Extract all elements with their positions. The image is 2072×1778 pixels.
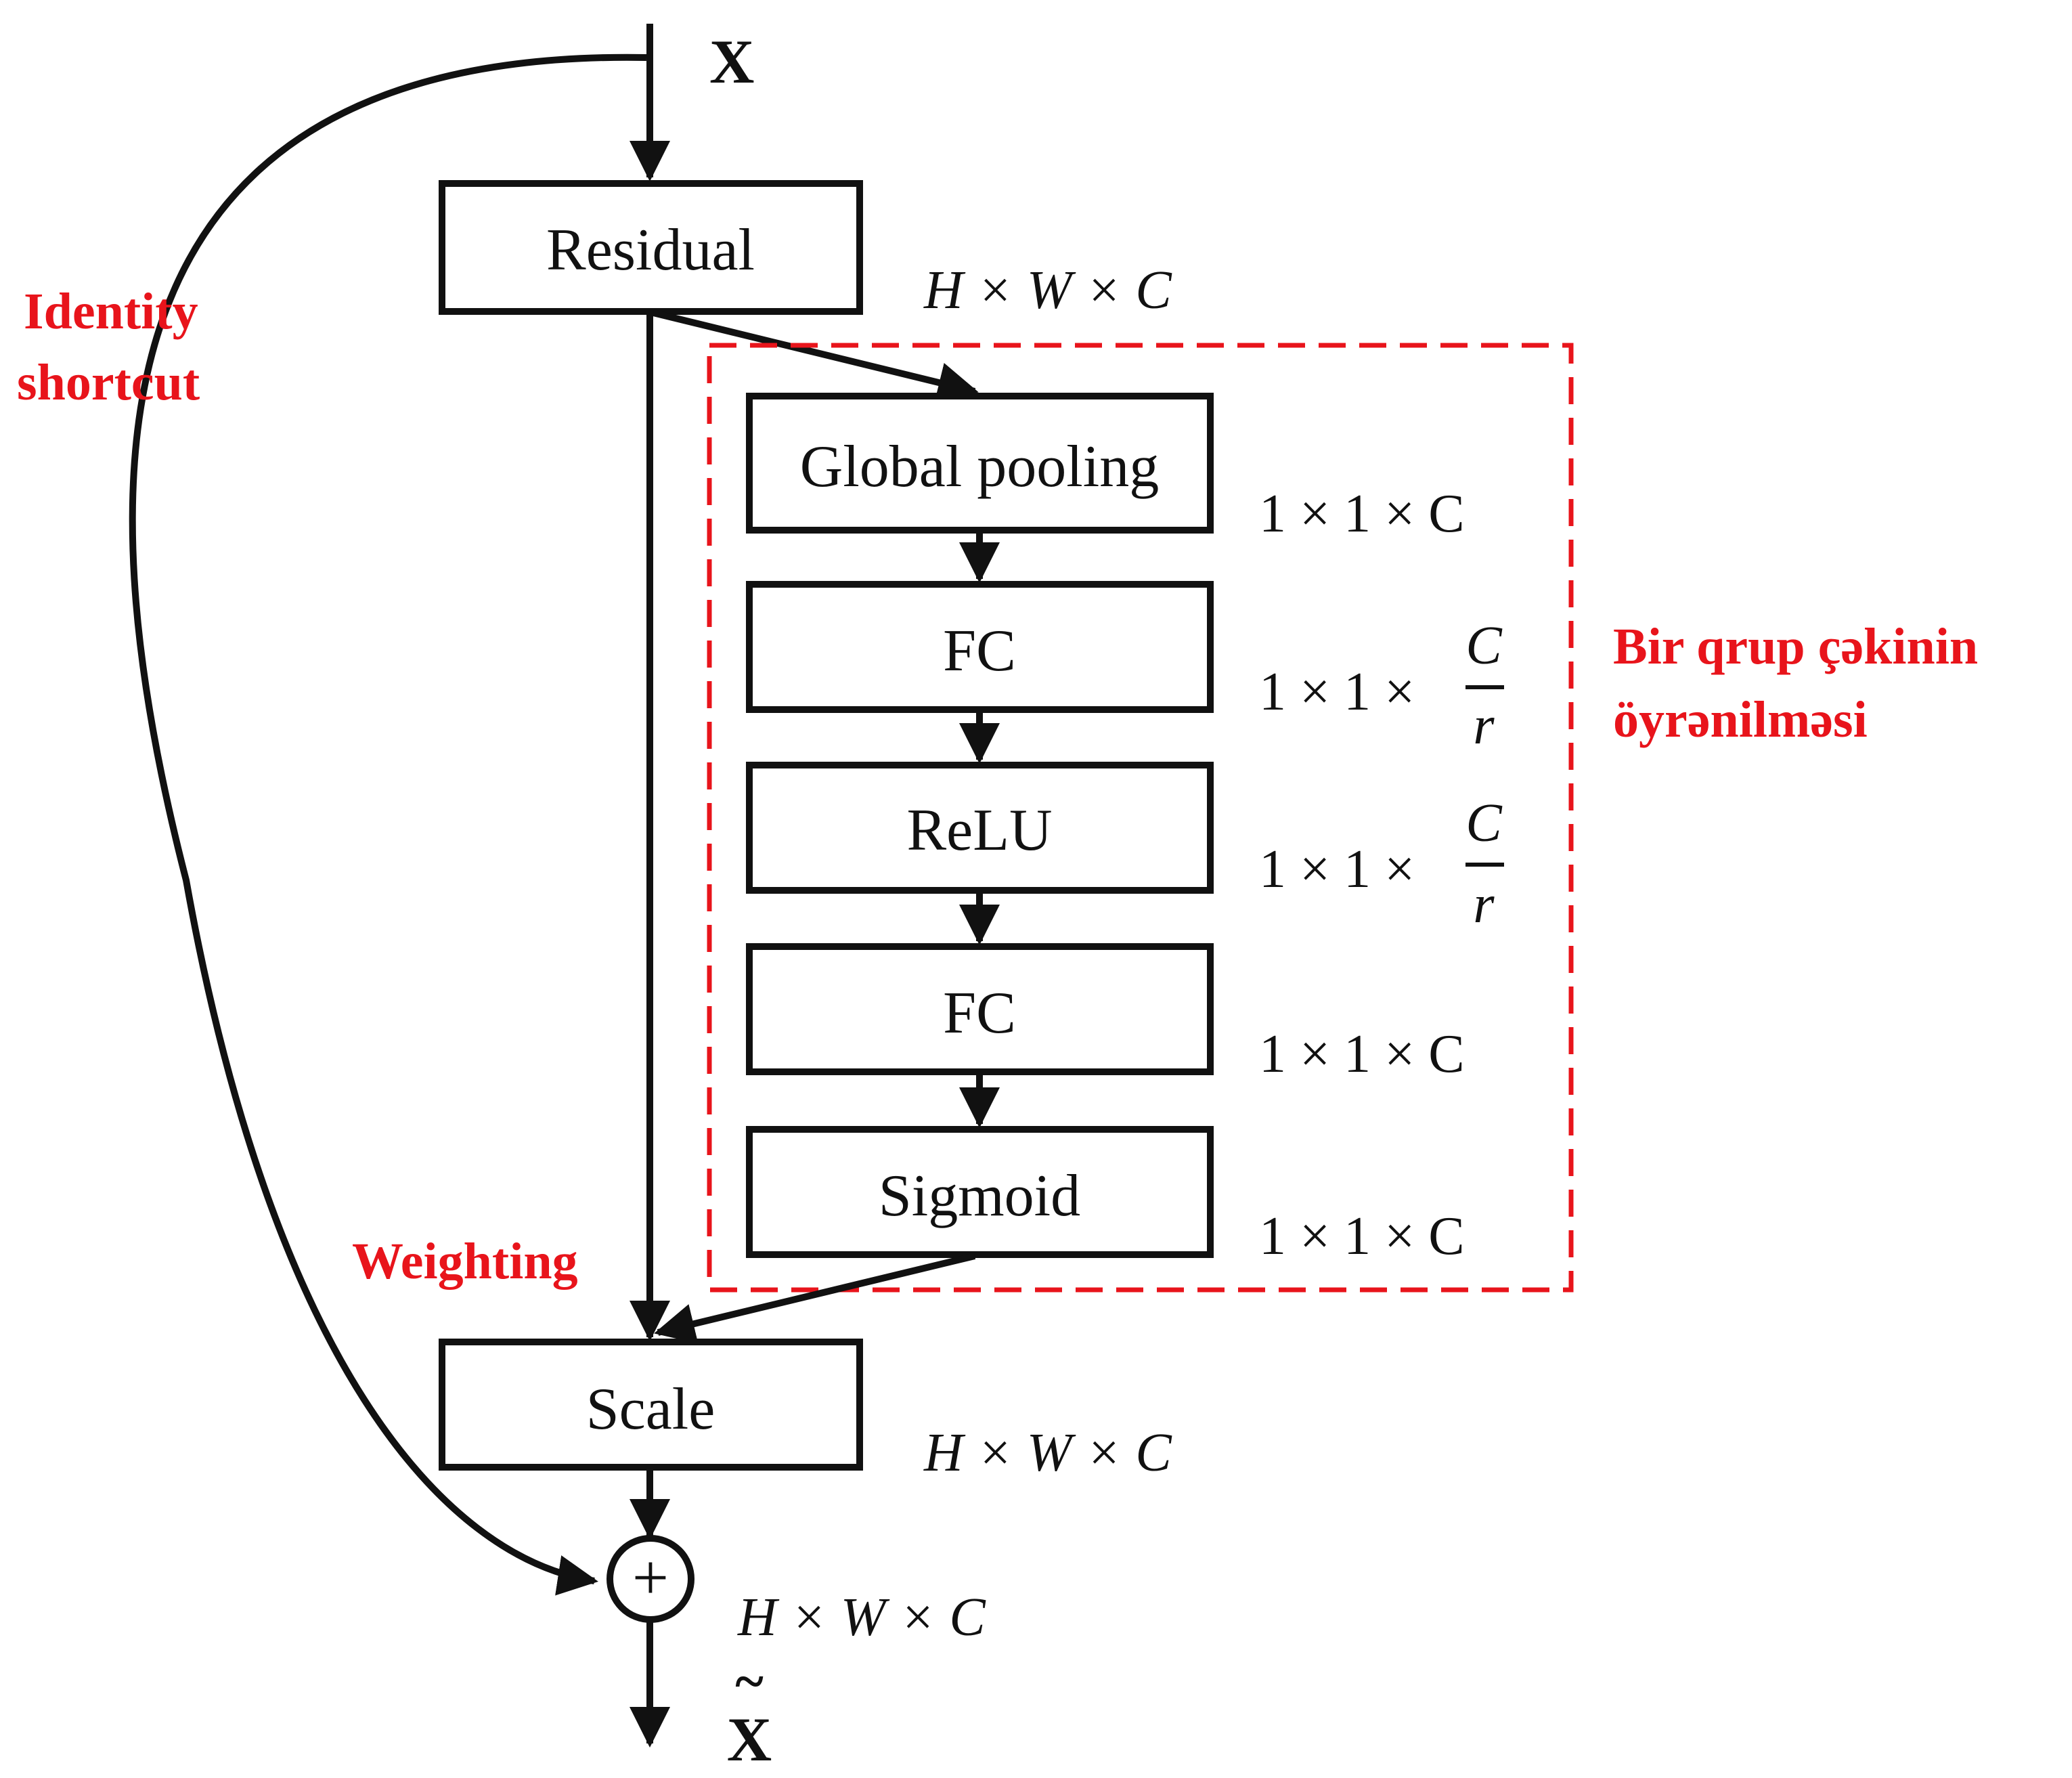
output-accent: ~ — [735, 1652, 764, 1712]
fc1-dim-numerator: C — [1465, 616, 1503, 676]
sigmoid-dim: 1 × 1 × C — [1259, 1207, 1465, 1266]
relu-dim: 1 × 1 × C r — [1259, 794, 1504, 934]
global-pooling-label: Global pooling — [800, 434, 1159, 500]
fc1-dim: 1 × 1 × C r — [1259, 616, 1504, 756]
relu-dim-numerator: C — [1465, 794, 1503, 853]
identity-annotation-line2: shortcut — [17, 354, 200, 411]
fc2-label: FC — [943, 980, 1016, 1046]
sum-node: + — [607, 1535, 695, 1623]
fc1-label: FC — [943, 618, 1016, 684]
fc1-block: FC — [746, 581, 1214, 713]
group-annotation-line1: Bir qrup çəkinin — [1613, 618, 1978, 675]
identity-shortcut-arrow — [129, 53, 647, 1596]
fc2-dim: 1 × 1 × C — [1259, 1024, 1465, 1084]
fc1-dim-denominator: r — [1473, 696, 1495, 756]
fc1-dim-prefix: 1 × 1 × — [1259, 662, 1428, 722]
sigmoid-label: Sigmoid — [879, 1163, 1080, 1229]
residual-dim: H × W × C — [923, 261, 1172, 320]
sigmoid-block: Sigmoid — [746, 1126, 1214, 1258]
relu-block: ReLU — [746, 762, 1214, 894]
identity-annotation-line1: Identity — [24, 283, 198, 340]
weight-learning-group — [707, 343, 1574, 1293]
output-variable: X — [727, 1705, 772, 1774]
relu-dim-denominator: r — [1473, 875, 1495, 934]
output-label: ~ X — [727, 1652, 772, 1774]
fc2-block: FC — [746, 943, 1214, 1075]
residual-label: Residual — [546, 217, 755, 283]
scale-label: Scale — [586, 1376, 715, 1442]
input-label: X — [709, 27, 754, 96]
residual-block: Residual — [439, 180, 863, 315]
sigmoid-to-scale-arrow — [654, 1253, 976, 1344]
weighting-annotation: Weighting — [352, 1233, 578, 1290]
scale-dim: H × W × C — [923, 1423, 1172, 1483]
pooling-dim: 1 × 1 × C — [1259, 484, 1465, 544]
sum-dim: H × W × C — [737, 1588, 986, 1647]
global-pooling-block: Global pooling — [746, 393, 1214, 534]
residual-to-pooling-arrow — [652, 309, 979, 403]
relu-label: ReLU — [906, 798, 1052, 863]
relu-dim-prefix: 1 × 1 × — [1259, 840, 1428, 899]
scale-block: Scale — [439, 1339, 863, 1471]
group-annotation-line2: öyrənilməsi — [1613, 691, 1868, 748]
sum-symbol: + — [632, 1541, 669, 1613]
